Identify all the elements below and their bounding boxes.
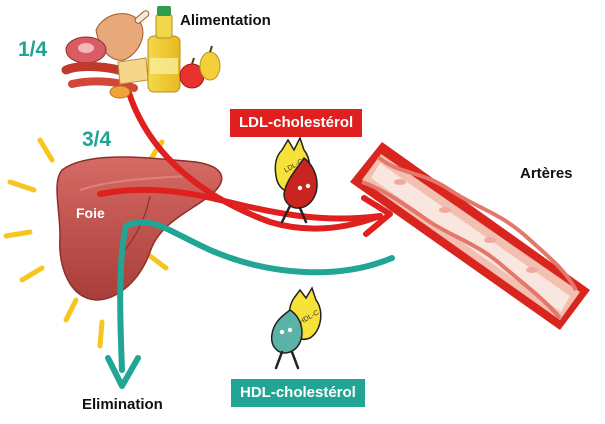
arteres-label: Artères <box>520 165 573 182</box>
sun-rays-icon <box>3 137 169 349</box>
hdl-character-icon: HDL-C <box>270 286 322 370</box>
ldl-cholesterol-badge: LDL-cholestérol <box>230 109 363 137</box>
alimentation-label: Alimentation <box>180 12 271 29</box>
food-icon <box>61 6 221 99</box>
liver-icon <box>56 156 223 301</box>
foie-label: Foie <box>76 205 105 221</box>
fraction-liver-label: 3/4 <box>82 128 112 151</box>
ldl-arrow <box>97 87 393 237</box>
fraction-food-label: 1/4 <box>18 38 48 61</box>
elimination-label: Elimination <box>82 396 163 413</box>
ldl-character-icon: LDL-C <box>274 136 318 224</box>
hdl-arrow <box>105 219 395 389</box>
artery-icon <box>350 142 590 330</box>
hdl-cholesterol-badge: HDL-cholestérol <box>231 379 365 407</box>
